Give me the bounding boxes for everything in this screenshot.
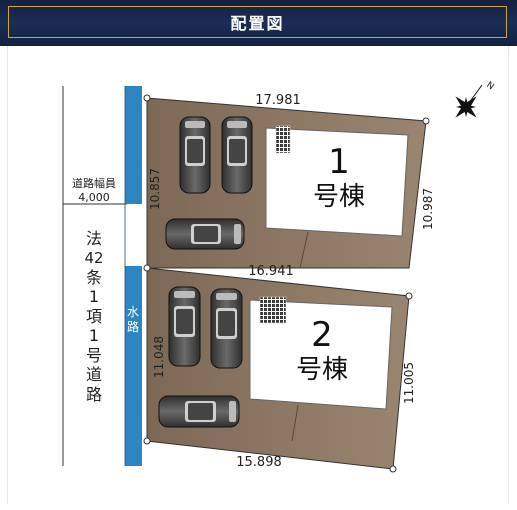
corner-marker: [143, 94, 151, 102]
car-lot1-left: [179, 116, 211, 194]
road-law-char: 路: [86, 385, 102, 404]
meter-grid-2: [259, 296, 287, 324]
building-2-suffix: 号棟: [296, 355, 348, 385]
channel-label-char: 路: [127, 319, 139, 334]
car-lot2-horizontal: [158, 395, 240, 428]
header-bar: 配置図: [0, 0, 517, 46]
dim-lot1-top: 17.981: [255, 93, 301, 108]
water-channel-lower: [125, 266, 142, 466]
corner-markers: [143, 94, 430, 473]
road-law-char: 42: [84, 249, 103, 267]
road-law-char: 1: [89, 287, 99, 306]
car-lot2-right: [210, 288, 243, 369]
road-law-char: 法: [86, 229, 102, 248]
road-width-label: 道路幅員: [72, 176, 116, 190]
road-law-char: 号: [86, 346, 102, 365]
water-channel-upper: [125, 86, 142, 204]
building-2: [249, 299, 393, 410]
page-title: 配置図: [230, 14, 285, 33]
road-law-text: 法 42 条 1 項 1 号 道 路: [84, 229, 103, 404]
corner-marker: [143, 264, 151, 272]
building-1-number: 1: [328, 142, 350, 182]
corner-marker: [405, 292, 413, 300]
channel-label-char: 水: [127, 305, 139, 319]
car-lot1-right: [221, 116, 253, 194]
road-law-char: 項: [86, 307, 102, 326]
road-law-char: 道: [86, 365, 102, 384]
car-lot1-horizontal: [165, 218, 245, 250]
lot-1-inner-line: [299, 231, 309, 269]
dim-lot2-bottom: 15.898: [236, 455, 282, 470]
building-2-number: 2: [311, 315, 333, 355]
dim-lot1-left: 10.857: [148, 168, 162, 210]
dim-lot1-bottom: 16.941: [248, 264, 294, 279]
car-lot2-left: [168, 286, 201, 367]
corner-marker: [422, 117, 430, 125]
dim-lot2-left: 11.048: [152, 336, 166, 378]
corner-marker: [389, 465, 397, 473]
lot-2-inner-line: [291, 404, 299, 442]
road-law-char: 1: [89, 326, 99, 345]
dim-lot2-right: 11.005: [402, 362, 416, 404]
header-inner: 配置図: [8, 6, 507, 38]
dim-lot1-right: 10.987: [421, 188, 435, 230]
road-law-char: 条: [86, 268, 102, 287]
meter-grid-1: [275, 125, 291, 154]
building-1: [265, 127, 409, 237]
building-1-suffix: 号棟: [313, 182, 365, 212]
compass-north-label: N: [484, 80, 495, 92]
corner-marker: [143, 437, 151, 445]
compass-icon: [455, 84, 483, 118]
road-width-value: 4,000: [78, 191, 110, 204]
